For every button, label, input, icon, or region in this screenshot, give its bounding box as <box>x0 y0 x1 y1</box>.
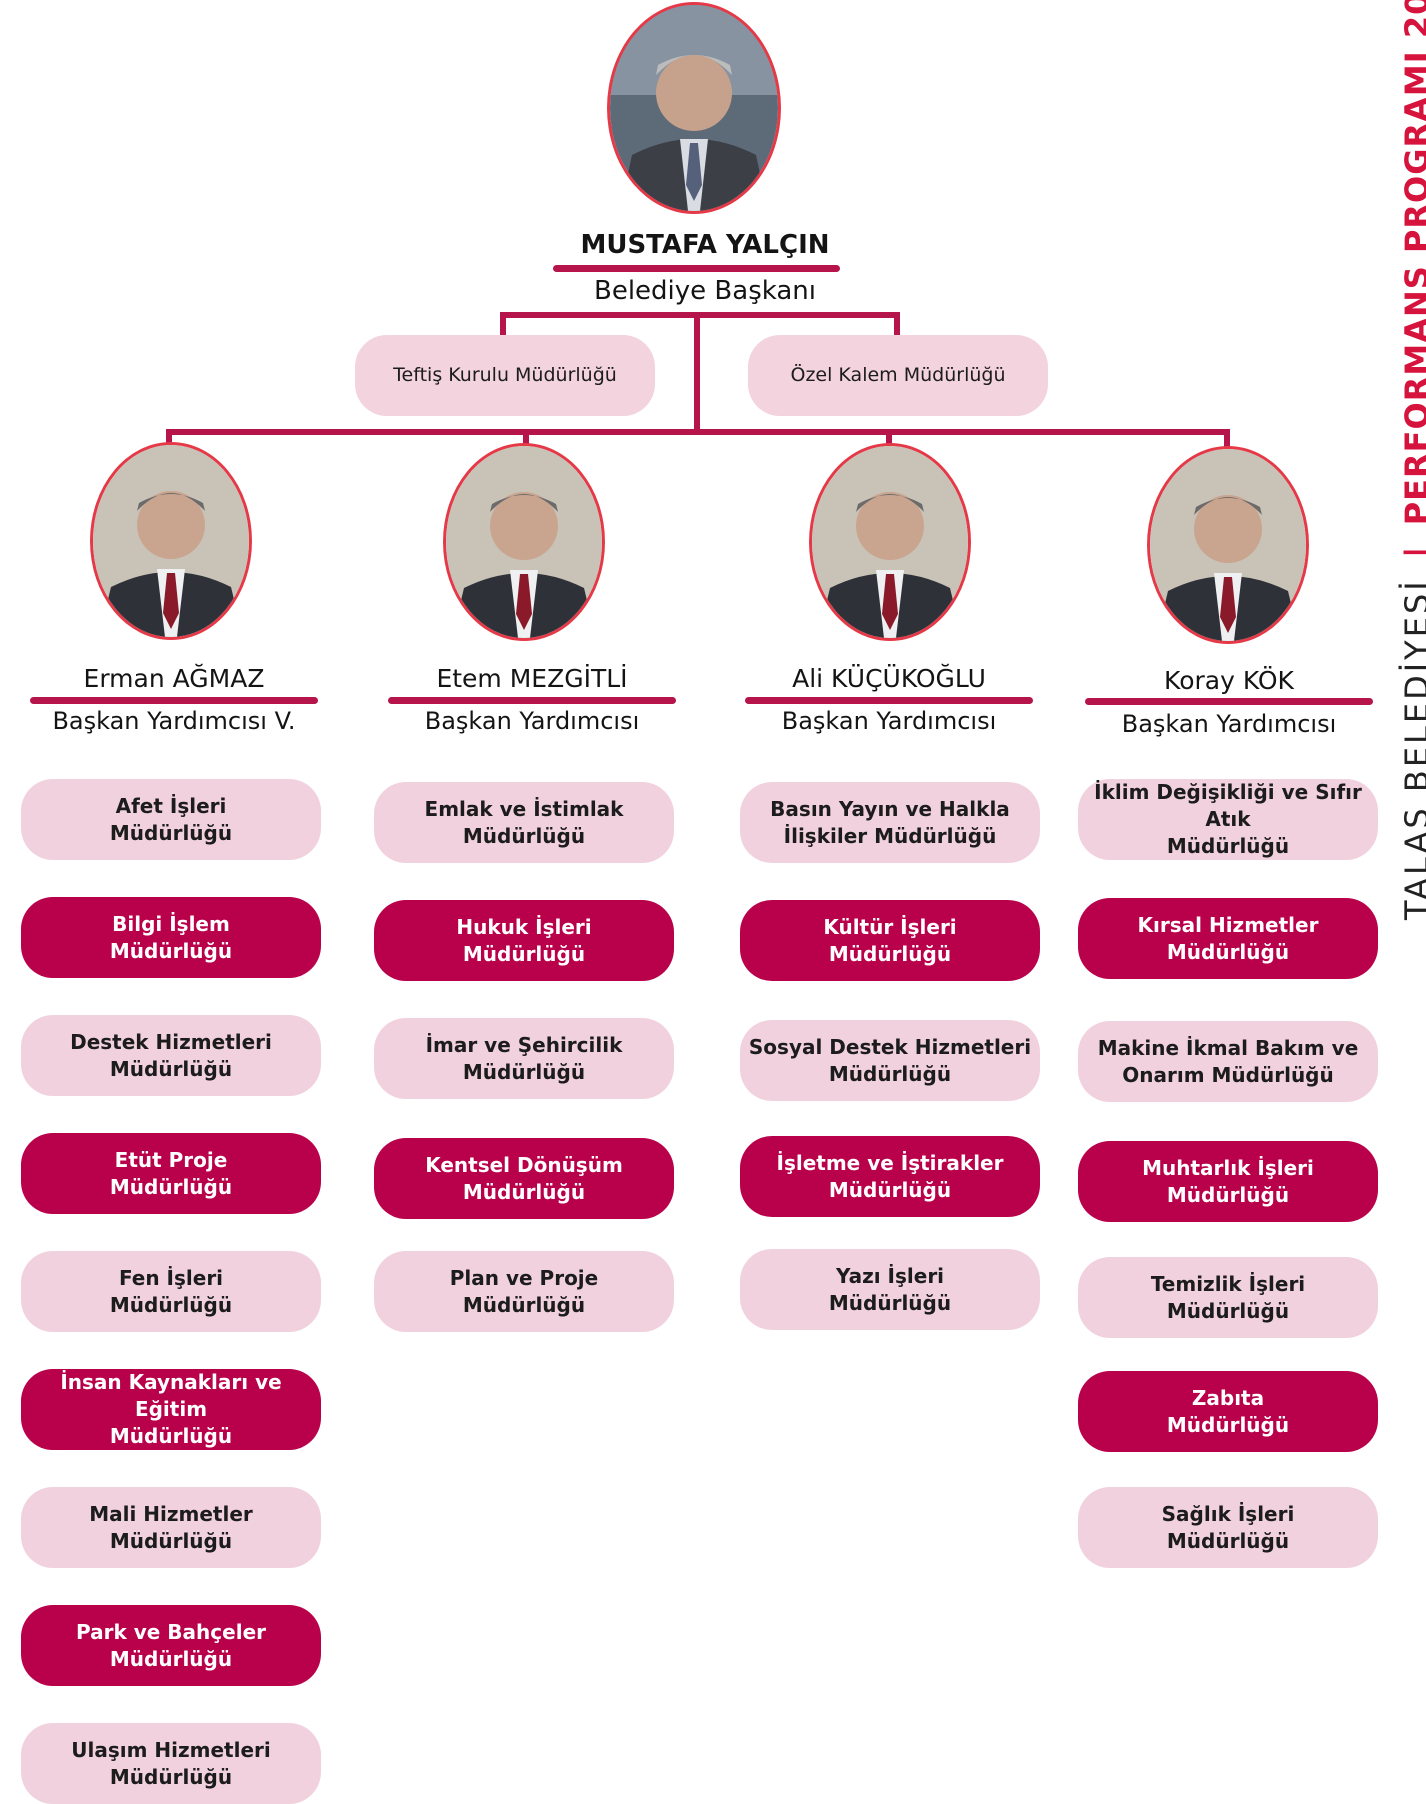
connector-line <box>894 312 900 336</box>
department-box[interactable]: Basın Yayın ve Halkla İlişkiler Müdürlüğ… <box>740 782 1040 863</box>
department-box[interactable]: İmar ve Şehircilik Müdürlüğü <box>374 1018 674 1099</box>
department-box[interactable]: Hukuk İşleri Müdürlüğü <box>374 900 674 981</box>
sidebar-municipality: TALAS BELEDİYESİ <box>1398 578 1426 920</box>
deputy-name: Erman AĞMAZ <box>83 664 265 693</box>
department-box[interactable]: Plan ve Proje Müdürlüğü <box>374 1251 674 1332</box>
deputy-name-underline <box>388 697 676 704</box>
connector-line <box>1224 429 1230 449</box>
connector-line <box>523 429 529 449</box>
department-box[interactable]: Park ve Bahçeler Müdürlüğü <box>21 1605 321 1686</box>
deputy-photo <box>1147 446 1309 644</box>
deputy-photo <box>90 442 252 640</box>
department-box[interactable]: Etüt Proje Müdürlüğü <box>21 1133 321 1214</box>
connector-line <box>500 312 900 318</box>
department-box[interactable]: Destek Hizmetleri Müdürlüğü <box>21 1015 321 1096</box>
person-portrait-icon <box>812 446 968 638</box>
department-box[interactable]: Afet İşleri Müdürlüğü <box>21 779 321 860</box>
department-box[interactable]: Sosyal Destek Hizmetleri Müdürlüğü <box>740 1020 1040 1101</box>
department-box[interactable]: İşletme ve İştirakler Müdürlüğü <box>740 1136 1040 1217</box>
department-box[interactable]: Kültür İşleri Müdürlüğü <box>740 900 1040 981</box>
deputy-name-underline <box>745 697 1033 704</box>
department-box[interactable]: Yazı İşleri Müdürlüğü <box>740 1249 1040 1330</box>
department-box[interactable]: Kırsal Hizmetler Müdürlüğü <box>1078 898 1378 979</box>
department-box[interactable]: Emlak ve İstimlak Müdürlüğü <box>374 782 674 863</box>
department-box[interactable]: Kentsel Dönüşüm Müdürlüğü <box>374 1138 674 1219</box>
department-box[interactable]: İklim Değişikliği ve Sıfır Atık Müdürlüğ… <box>1078 779 1378 860</box>
person-portrait-icon <box>93 445 249 637</box>
mayor-name: MUSTAFA YALÇIN <box>580 230 830 260</box>
deputy-title: Başkan Yardımcısı <box>781 707 997 735</box>
deputy-name-underline <box>1085 698 1373 705</box>
department-box[interactable]: Zabıta Müdürlüğü <box>1078 1371 1378 1452</box>
staff-unit-inspection[interactable]: Teftiş Kurulu Müdürlüğü <box>355 335 655 416</box>
deputy-title: Başkan Yardımcısı <box>1121 710 1337 738</box>
department-box[interactable]: Makine İkmal Bakım ve Onarım Müdürlüğü <box>1078 1021 1378 1102</box>
department-box[interactable]: Mali Hizmetler Müdürlüğü <box>21 1487 321 1568</box>
department-box[interactable]: Sağlık İşleri Müdürlüğü <box>1078 1487 1378 1568</box>
department-box[interactable]: Muhtarlık İşleri Müdürlüğü <box>1078 1141 1378 1222</box>
person-portrait-icon <box>610 5 778 211</box>
mayor-name-underline <box>553 265 840 272</box>
deputy-name: Koray KÖK <box>1164 666 1294 695</box>
connector-line <box>166 429 1230 435</box>
department-box[interactable]: Bilgi İşlem Müdürlüğü <box>21 897 321 978</box>
department-box[interactable]: Fen İşleri Müdürlüğü <box>21 1251 321 1332</box>
deputy-photo <box>809 443 971 641</box>
mayor-photo <box>607 2 781 214</box>
deputy-name-underline <box>30 697 318 704</box>
deputy-name: Etem MEZGİTLİ <box>436 664 628 693</box>
department-box[interactable]: Ulaşım Hizmetleri Müdürlüğü <box>21 1723 321 1804</box>
person-portrait-icon <box>446 446 602 638</box>
sidebar-title: TALAS BELEDİYESİ | PERFORMANS PROGRAMI 2… <box>1398 0 1426 920</box>
mayor-title: Belediye Başkanı <box>594 276 816 306</box>
deputy-photo <box>443 443 605 641</box>
deputy-name: Ali KÜÇÜKOĞLU <box>792 664 986 693</box>
connector-line <box>500 312 506 336</box>
person-portrait-icon <box>1150 449 1306 641</box>
connector-line <box>694 314 700 432</box>
deputy-title: Başkan Yardımcısı V. <box>52 707 296 735</box>
connector-line <box>166 429 172 449</box>
deputy-title: Başkan Yardımcısı <box>424 707 640 735</box>
connector-line <box>886 429 892 449</box>
department-box[interactable]: İnsan Kaynakları ve Eğitim Müdürlüğü <box>21 1369 321 1450</box>
staff-unit-private-office[interactable]: Özel Kalem Müdürlüğü <box>748 335 1048 416</box>
sidebar-program: PERFORMANS PROGRAMI 202 <box>1398 0 1426 526</box>
department-box[interactable]: Temizlik İşleri Müdürlüğü <box>1078 1257 1378 1338</box>
sidebar-separator: | <box>1398 545 1426 558</box>
